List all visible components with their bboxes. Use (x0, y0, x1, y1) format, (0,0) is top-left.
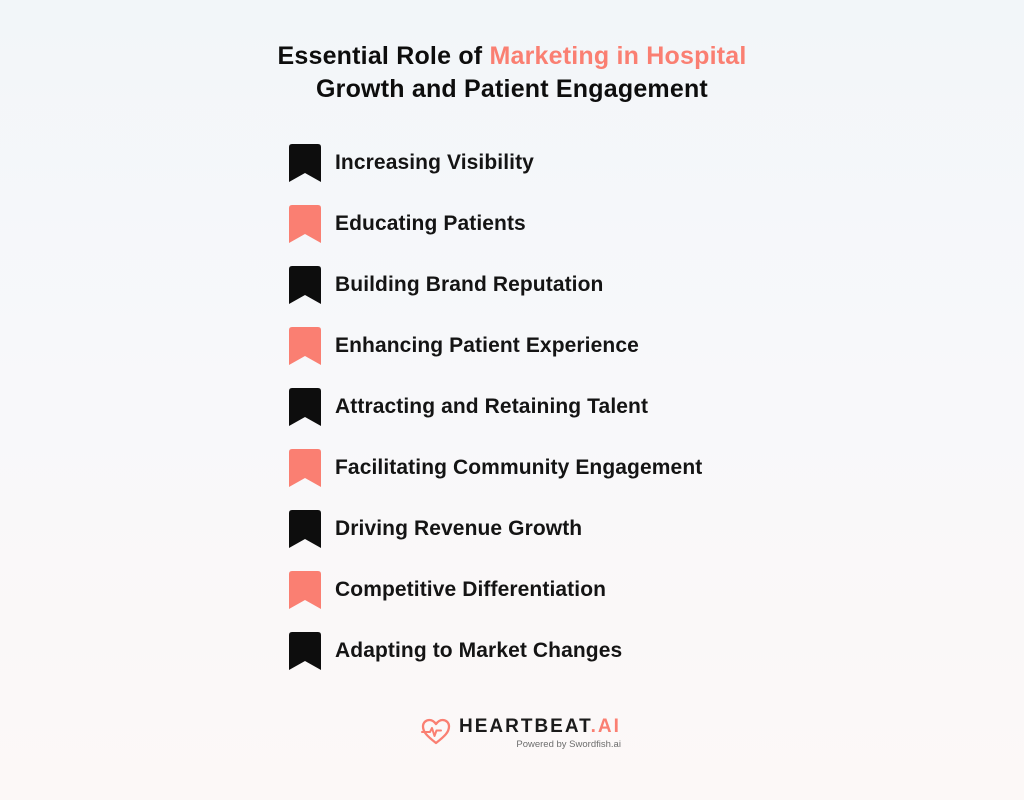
list-item-label: Driving Revenue Growth (335, 516, 583, 540)
list-item: Attracting and Retaining Talent (289, 387, 702, 448)
list-item: Enhancing Patient Experience (289, 326, 702, 387)
list-item-label: Competitive Differentiation (335, 577, 607, 601)
title-accent-text: Marketing in Hospital (489, 42, 747, 70)
role-list: Increasing Visibility Educating Patients… (289, 143, 702, 692)
brand-name: HEARTBEAT.AI (459, 716, 621, 738)
bookmark-icon (289, 509, 321, 548)
list-item-label: Facilitating Community Engagement (335, 455, 703, 479)
list-item: Increasing Visibility (289, 143, 702, 204)
list-item: Facilitating Community Engagement (289, 448, 702, 509)
list-item: Building Brand Reputation (289, 265, 702, 326)
list-item: Competitive Differentiation (289, 570, 702, 631)
powered-by-text: Powered by Swordfish.ai (516, 739, 621, 750)
brand-suffix: .AI (590, 716, 621, 737)
title-text: Essential Role of (277, 42, 490, 70)
list-item-label: Attracting and Retaining Talent (335, 394, 649, 418)
list-item-label: Increasing Visibility (335, 150, 534, 174)
list-item: Educating Patients (289, 204, 702, 265)
brand-block: HEARTBEAT.AI Powered by Swordfish.ai (459, 716, 621, 751)
list-item-label: Building Brand Reputation (335, 272, 604, 296)
bookmark-icon (289, 387, 321, 426)
title-line-2: Growth and Patient Engagement (316, 75, 708, 103)
heart-pulse-icon (421, 718, 451, 745)
title-line-1: Essential Role of Marketing in Hospital (0, 40, 1024, 73)
brand-main: HEARTBEAT (459, 716, 591, 737)
list-item-label: Enhancing Patient Experience (335, 333, 639, 357)
list-item-label: Educating Patients (335, 211, 526, 235)
bookmark-icon (289, 631, 321, 670)
list-item-label: Adapting to Market Changes (335, 638, 623, 662)
brand-footer: HEARTBEAT.AI Powered by Swordfish.ai (421, 716, 621, 751)
page-title: Essential Role of Marketing in Hospital … (0, 40, 1024, 106)
bookmark-icon (289, 265, 321, 304)
bookmark-icon (289, 326, 321, 365)
list-item: Driving Revenue Growth (289, 509, 702, 570)
bookmark-icon (289, 143, 321, 182)
bookmark-icon (289, 570, 321, 609)
bookmark-icon (289, 204, 321, 243)
list-item: Adapting to Market Changes (289, 631, 702, 692)
bookmark-icon (289, 448, 321, 487)
